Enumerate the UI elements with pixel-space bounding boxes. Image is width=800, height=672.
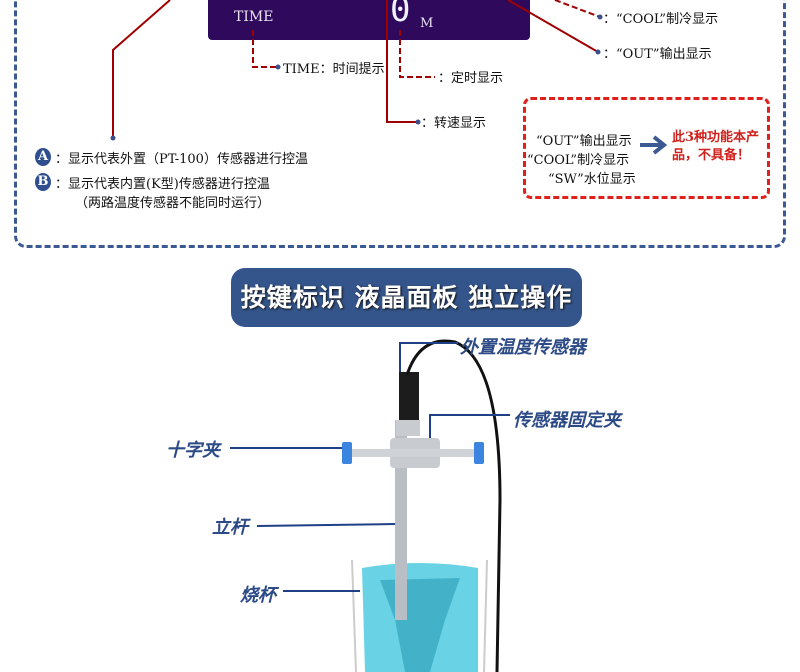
callout-speed: ：转速显示 xyxy=(421,116,487,131)
leader-lines xyxy=(110,0,603,141)
legend-b-text: ：显示代表内置(K型)传感器进行控温 xyxy=(55,177,270,192)
unsupported-item: “SW”水位显示 xyxy=(548,172,636,187)
lcd-digit: 0 xyxy=(390,0,411,30)
notice-line2: 品，不具备！ xyxy=(672,148,751,163)
notice-line1: 此3种功能本产 xyxy=(672,130,760,145)
label-sensor-clamp: 传感器固定夹 xyxy=(513,410,621,431)
callout-time: TIME：时间提示 xyxy=(283,62,385,77)
unsupported-box xyxy=(523,97,770,199)
lcd-unit: M xyxy=(420,16,434,31)
callout-out: ：“OUT”输出显示 xyxy=(603,47,712,62)
arrow-right-icon xyxy=(640,135,668,155)
panel-frame xyxy=(14,0,786,248)
stirrer-illustration xyxy=(230,339,510,672)
label-beaker: 烧杯 xyxy=(240,585,276,606)
legend-a-text: ：显示代表外置（PT-100）传感器进行控温 xyxy=(55,152,308,167)
lcd-display: TIME 0 M xyxy=(208,0,530,40)
unsupported-item: “OUT”输出显示 xyxy=(536,134,632,149)
callout-cool: ：“COOL”制冷显示 xyxy=(603,12,719,27)
badge-b: B xyxy=(35,173,51,191)
badge-a: A xyxy=(35,148,51,166)
legend-b-note: （两路温度传感器不能同时运行） xyxy=(75,196,271,211)
callout-timer: ：定时显示 xyxy=(438,71,504,86)
unsupported-item: “COOL”制冷显示 xyxy=(527,153,630,168)
lcd-time-label: TIME xyxy=(234,9,274,25)
label-external-sensor: 外置温度传感器 xyxy=(460,337,586,358)
label-cross-clamp: 十字夹 xyxy=(166,440,220,461)
banner-title: 按键标识 液晶面板 独立操作 xyxy=(231,268,582,327)
label-rod: 立杆 xyxy=(212,517,248,538)
